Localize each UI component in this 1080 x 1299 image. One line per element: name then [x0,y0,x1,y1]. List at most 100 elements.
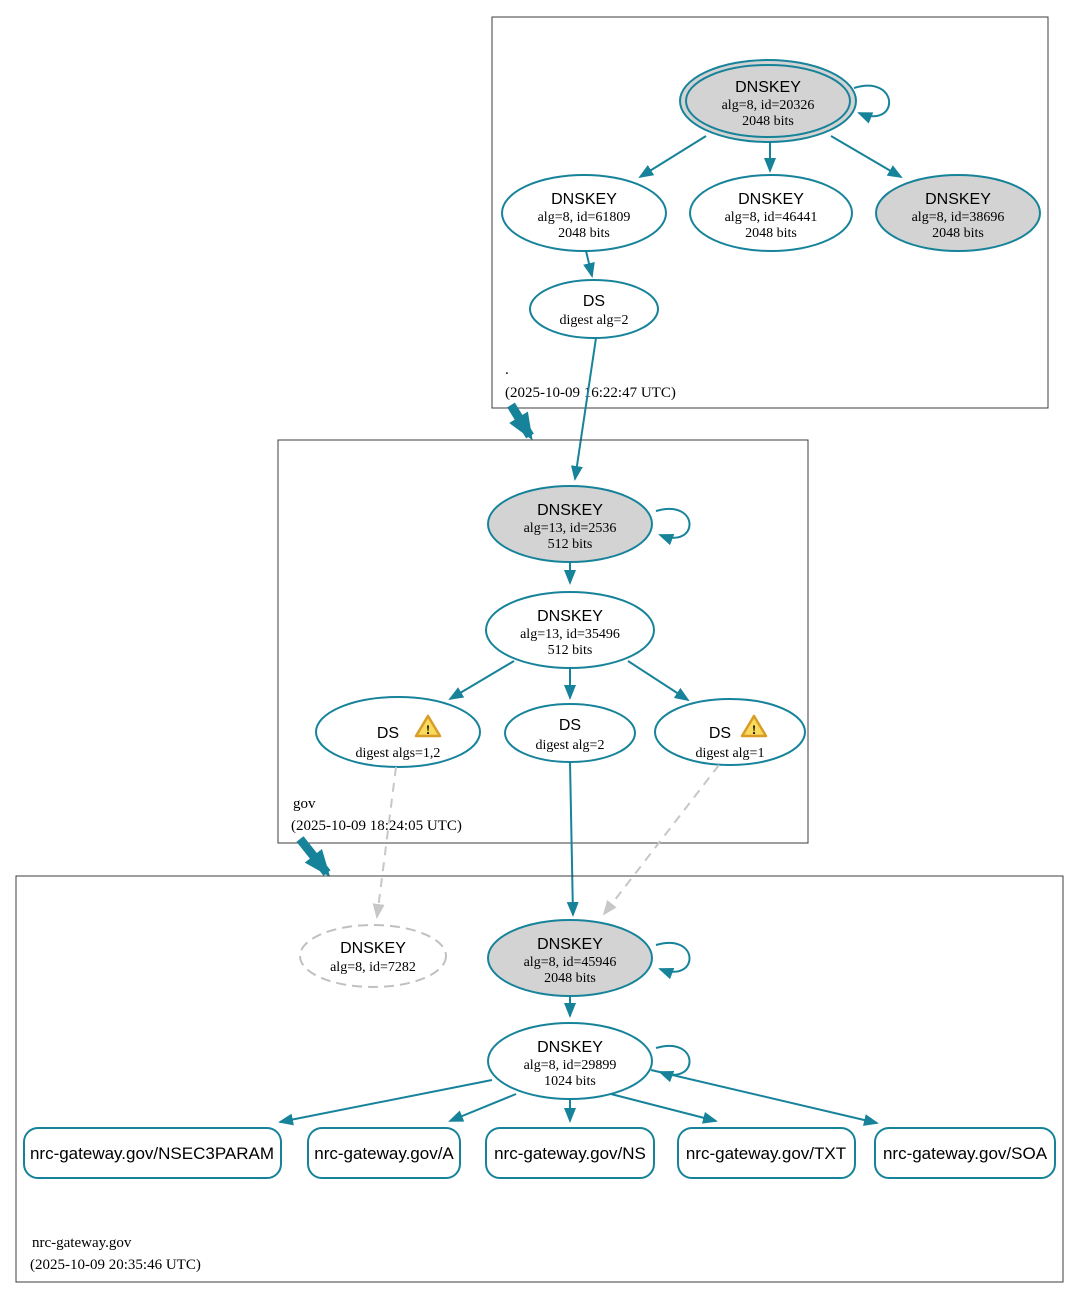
edge-zsk-to-txt [606,1092,718,1124]
zone-timestamp-gov: (2025-10-09 18:24:05 UTC) [291,818,462,834]
node-detail: alg=8, id=61809 [538,210,631,225]
node-nrc-zsk-29899: DNSKEY alg=8, id=29899 1024 bits [487,1022,653,1100]
delegation-arrow-root-to-gov [507,402,534,441]
edge-root-ds-to-gov-ksk [570,337,597,481]
node-ellipse [501,174,667,252]
node-ellipse [485,591,655,669]
node-ellipse [529,279,659,339]
node-detail: 1024 bits [544,1074,596,1089]
edge-root-ksk-to-38696 [830,135,903,179]
zone-box-gov [277,439,809,844]
node-title: DS [377,725,399,742]
warning-exclamation: ! [752,722,756,737]
zone-nrc-gateway: DNSKEY alg=8, id=7282 DNSKEY alg=8, id=4… [15,875,1064,1283]
node-detail: alg=8, id=45946 [524,955,617,970]
node-title: DNSKEY [340,940,406,957]
zone-timestamp-nrc-gateway: (2025-10-09 20:35:46 UTC) [30,1257,201,1273]
warning-triangle [414,714,442,738]
zone-label-nrc-gateway: nrc-gateway.gov [32,1235,132,1251]
node-title: DNSKEY [735,79,801,96]
edge-zsk-to-nsec3param [278,1079,493,1126]
rrset-ns: nrc-gateway.gov/NS [485,1127,655,1179]
node-nrc-missing-7282: DNSKEY alg=8, id=7282 [299,924,447,988]
node-detail: alg=8, id=29899 [524,1058,617,1073]
node-detail: alg=13, id=2536 [524,521,617,536]
node-detail: alg=13, id=35496 [520,627,620,642]
node-detail: digest alg=1 [696,746,765,761]
zone-timestamp-root: (2025-10-09 16:22:47 UTC) [505,385,676,401]
node-root-zsk-61809: DNSKEY alg=8, id=61809 2048 bits [501,174,667,252]
delegation-arrow-gov-to-nrc [296,836,331,877]
warning-exclamation: ! [426,722,430,737]
node-ellipse [487,485,653,563]
node-root-zsk-46441: DNSKEY alg=8, id=46441 2048 bits [689,174,853,252]
node-nrc-ksk-45946: DNSKEY alg=8, id=45946 2048 bits [487,919,653,997]
self-loop-nrc-zsk [655,1045,691,1083]
node-detail: 2048 bits [558,226,610,241]
self-loop-nrc-ksk [655,942,691,980]
rrset-box [677,1127,856,1179]
node-detail: 2048 bits [544,971,596,986]
warning-icon: ! [740,714,768,738]
zone-box-root [491,16,1049,409]
node-root-key-38696: DNSKEY alg=8, id=38696 2048 bits [875,174,1041,252]
node-detail: digest alg=2 [560,313,629,328]
node-title: DNSKEY [551,191,617,208]
node-title: DS [709,725,731,742]
node-detail: 2048 bits [745,226,797,241]
node-detail: 512 bits [548,643,593,658]
node-gov-ds-alg-2: DS digest alg=2 [504,703,636,763]
rrset-label: nrc-gateway.gov/A [314,1144,454,1163]
rrset-box [23,1127,282,1179]
node-title: DNSKEY [537,1039,603,1056]
zone-label-root: . [505,362,509,378]
edge-zsk-to-soa [650,1069,879,1126]
node-title: DNSKEY [738,191,804,208]
warning-triangle [740,714,768,738]
rrset-a: nrc-gateway.gov/A [307,1127,461,1179]
self-loop-root-ksk [853,84,891,124]
rrset-txt: nrc-gateway.gov/TXT [677,1127,856,1179]
node-detail: digest alg=2 [536,738,605,753]
rrset-box [485,1127,655,1179]
node-title: DS [583,293,605,310]
node-gov-ds-algs-1-2: DS ! digest algs=1,2 [315,696,481,768]
rrset-nsec3param: nrc-gateway.gov/NSEC3PARAM [23,1127,282,1179]
node-detail: 2048 bits [932,226,984,241]
node-detail: 512 bits [548,537,593,552]
node-root-ksk-inner [685,64,851,138]
node-detail: alg=8, id=38696 [912,210,1005,225]
zone-gov: DNSKEY alg=13, id=2536 512 bits DNSKEY a… [277,439,809,844]
rrset-label: nrc-gateway.gov/TXT [686,1144,846,1163]
node-ellipse [875,174,1041,252]
edge-gov-ds1-to-nrc-ksk [602,764,720,916]
node-title: DNSKEY [537,936,603,953]
edge-gov-zsk-to-ds1 [627,660,690,702]
edge-gov-ds12-to-missing-key [372,766,397,919]
node-title: DNSKEY [537,608,603,625]
rrset-box [874,1127,1056,1179]
node-ellipse [487,919,653,997]
edge-zsk-to-a [448,1093,517,1122]
rrset-box [307,1127,461,1179]
self-loop-gov-ksk [655,508,691,546]
edge-root-ksk-to-61809 [638,135,707,179]
node-title: DNSKEY [537,502,603,519]
node-gov-ksk-2536: DNSKEY alg=13, id=2536 512 bits [487,485,653,563]
node-ellipse [299,924,447,988]
node-detail: 2048 bits [742,114,794,129]
zone-root: DNSKEY alg=8, id=20326 2048 bits DNSKEY … [491,16,1049,409]
node-detail: alg=8, id=7282 [330,960,416,975]
rrset-soa: nrc-gateway.gov/SOA [874,1127,1056,1179]
edge-gov-zsk-to-ds12 [448,660,515,701]
node-detail: alg=8, id=46441 [725,210,818,225]
node-ellipse [315,696,481,768]
rrset-label: nrc-gateway.gov/NSEC3PARAM [30,1144,274,1163]
node-ellipse [654,698,806,766]
edge-61809-to-ds [583,250,595,278]
node-root-ksk-20326: DNSKEY alg=8, id=20326 2048 bits [679,59,857,143]
node-ellipse [689,174,853,252]
warning-icon: ! [414,714,442,738]
